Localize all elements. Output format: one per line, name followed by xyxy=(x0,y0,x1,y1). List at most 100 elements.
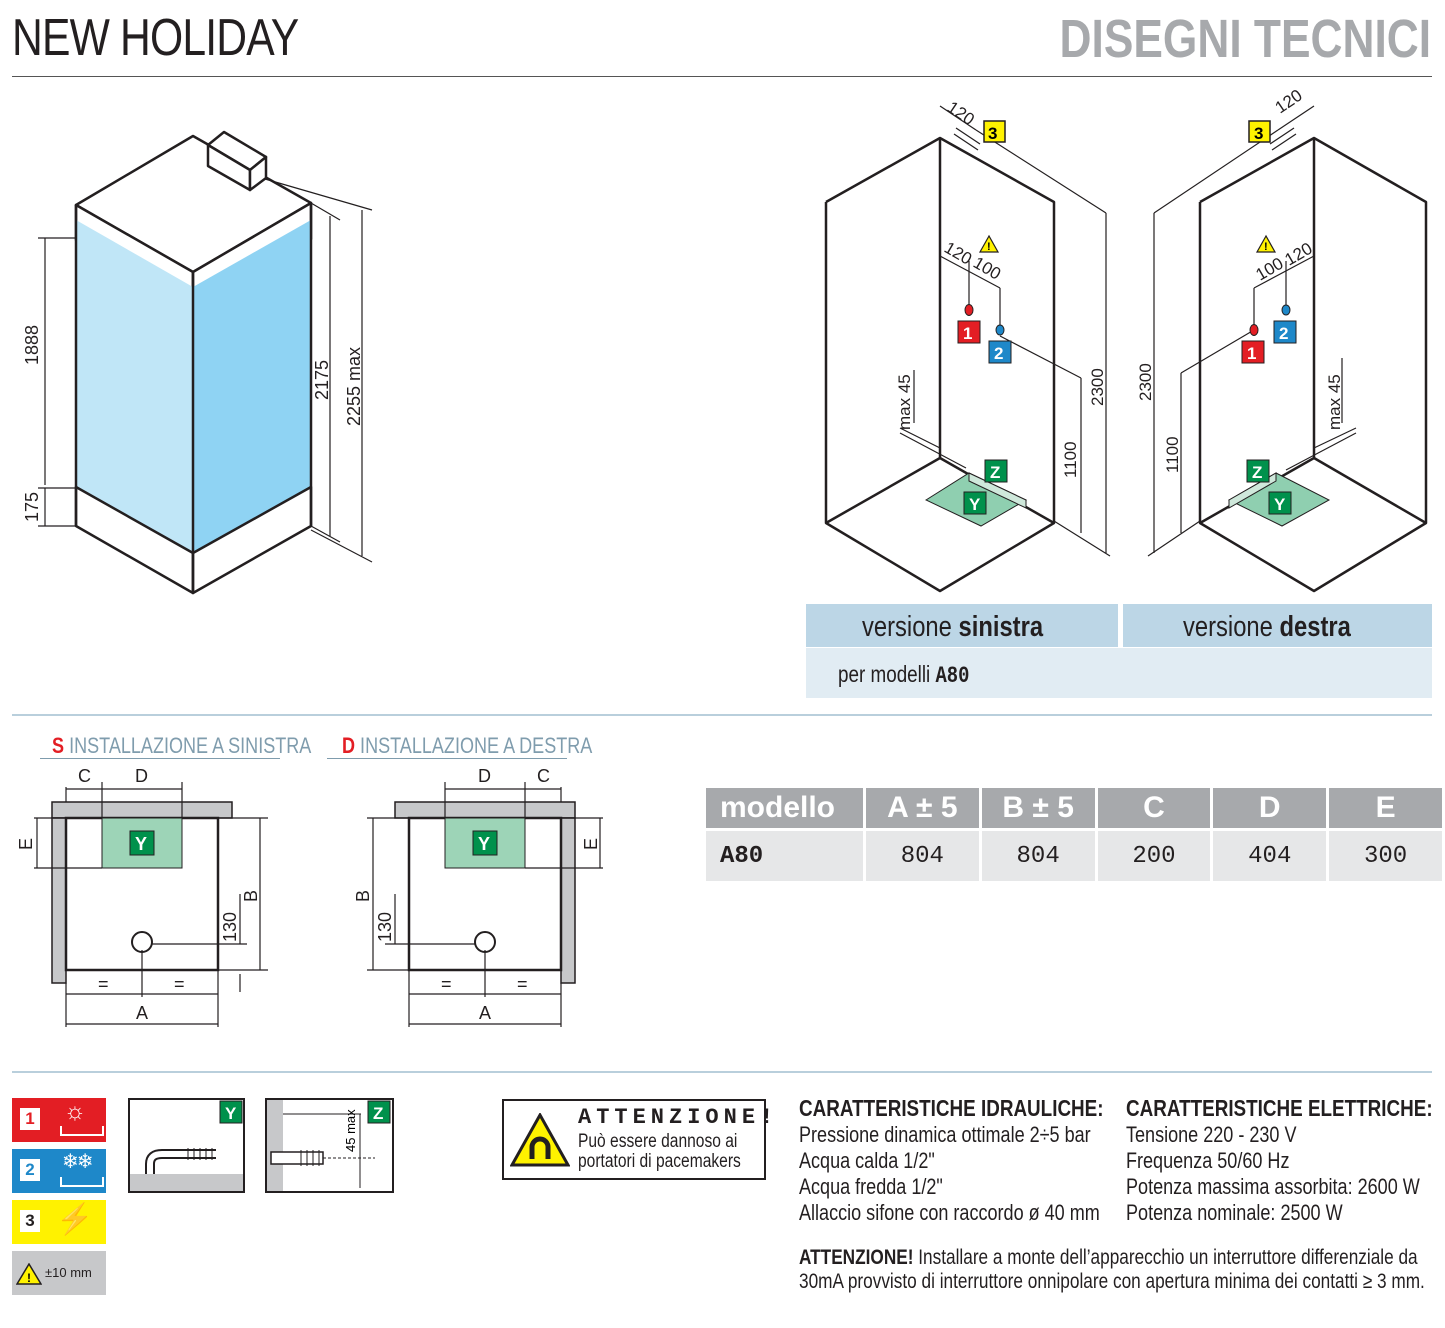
legend-electric: 3 ⚡ xyxy=(12,1200,106,1244)
dim-max45: max 45 xyxy=(895,374,914,430)
sun-icon: ☼ xyxy=(64,1098,86,1125)
dim-120-inlet-right: 120 xyxy=(1282,239,1316,270)
col-c: C xyxy=(1097,788,1211,828)
install-left-dim-b: B xyxy=(241,890,261,902)
cell-a: 804 xyxy=(865,831,979,881)
version-left-band xyxy=(806,604,1118,647)
install-right-underline xyxy=(327,758,567,759)
hydraulic-line: Acqua fredda 1/2" xyxy=(799,1174,943,1199)
dim-120-top-right: 120 xyxy=(1272,88,1306,117)
col-a: A ± 5 xyxy=(865,788,979,828)
page-title: NEW HOLIDAY xyxy=(12,9,299,67)
electrical-specs: CARATTERISTICHE ELETTRICHE: Tensione 220… xyxy=(1126,1095,1433,1226)
water-tank-icon xyxy=(60,1126,104,1136)
warning-title: ATTENZIONE! xyxy=(578,1105,779,1130)
install-left-dim-130: 130 xyxy=(220,912,240,942)
dim-100-inlet: 100 xyxy=(970,253,1004,284)
install-left-dim-a: A xyxy=(136,1003,148,1023)
marker-3: 3 xyxy=(988,124,997,143)
col-d: D xyxy=(1213,788,1327,828)
cell-b: 804 xyxy=(981,831,1095,881)
col-b: B ± 5 xyxy=(981,788,1095,828)
legend-2-number: 2 xyxy=(20,1159,40,1181)
dim-120-inlet: 120 xyxy=(941,238,975,269)
table-row: A80 804 804 200 404 300 xyxy=(706,831,1442,881)
cell-e: 300 xyxy=(1329,831,1442,881)
install-left-drawing: Y C D E B 130 = = A xyxy=(16,766,268,1027)
detail-z-marker: Z xyxy=(373,1104,383,1123)
legend-tolerance: ! ±10 mm xyxy=(12,1251,106,1295)
hydraulic-title: CARATTERISTICHE IDRAULICHE: xyxy=(799,1095,1104,1121)
water-tank-icon-cold xyxy=(60,1177,104,1187)
plan-view-right: 120 100 120 max 45 1100 2300 3 ! 2 1 Z Y xyxy=(1136,88,1428,593)
marker-z: Z xyxy=(990,463,1000,482)
detail-z-inlet: Z 45 max xyxy=(265,1098,394,1193)
install-right-dim-b: B xyxy=(355,890,373,902)
marker-2: 2 xyxy=(994,344,1003,363)
marker-y-right: Y xyxy=(1274,495,1286,514)
dim-2300: 2300 xyxy=(1088,368,1107,406)
hydraulic-line: Allaccio sifone con raccordo ø 40 mm xyxy=(799,1200,1100,1225)
marker-2-right: 2 xyxy=(1279,324,1288,343)
col-modello: modello xyxy=(706,788,863,828)
marker-z-right: Z xyxy=(1252,463,1262,482)
models-band xyxy=(806,648,1432,698)
plan-view-left: 120 120 100 max 45 1100 2300 3 ! 1 2 Z Y xyxy=(824,98,1111,593)
install-left-y-marker: Y xyxy=(135,834,147,854)
legend-3-number: 3 xyxy=(20,1210,40,1232)
install-left-underline xyxy=(40,758,280,759)
cell-d: 404 xyxy=(1213,831,1327,881)
legend-1-number: 1 xyxy=(20,1108,40,1130)
warning-line-2: portatori di pacemakers xyxy=(578,1151,741,1172)
hydraulic-line: Acqua calda 1/2" xyxy=(799,1148,935,1173)
version-right-label: versione destra xyxy=(1183,611,1351,643)
dim-120-top: 120 xyxy=(944,98,978,130)
install-right-dim-d: D xyxy=(478,766,491,786)
install-right-heading: D INSTALLAZIONE A DESTRA xyxy=(342,733,593,758)
front-view-drawing: 1888 175 2175 2255 max xyxy=(22,130,373,595)
detail-y-marker: Y xyxy=(225,1104,237,1123)
plug-lightning-icon: ⚡ xyxy=(56,1203,94,1236)
install-right-dim-a: A xyxy=(479,1003,491,1023)
electrical-line: Potenza nominale: 2500 W xyxy=(1126,1200,1343,1225)
section-title: DISEGNI TECNICI xyxy=(1059,9,1431,69)
warning-triangle-icon: ! xyxy=(16,1263,42,1285)
electrical-line: Tensione 220 - 230 V xyxy=(1126,1122,1297,1147)
bottom-divider xyxy=(12,1071,1432,1073)
dimensions-table: modello A ± 5 B ± 5 C D E A80 804 804 20… xyxy=(703,785,1445,884)
install-left-dim-e: E xyxy=(16,838,36,850)
install-right-drawing: Y D C E B 130 = = A xyxy=(355,766,603,1027)
warning-line-1: Può essere dannoso ai xyxy=(578,1131,738,1152)
dim-max45-right: max 45 xyxy=(1325,374,1344,430)
section-divider xyxy=(12,714,1432,716)
svg-text:!: ! xyxy=(27,1271,31,1285)
install-right-dim-e: E xyxy=(581,838,601,850)
install-left-heading: S INSTALLAZIONE A SINISTRA xyxy=(52,733,312,758)
pacemaker-warning: ATTENZIONE! Può essere dannoso ai portat… xyxy=(502,1099,773,1180)
cell-model: A80 xyxy=(706,831,863,881)
install-left-eq-1: = xyxy=(98,974,109,994)
electrical-line: Potenza massima assorbita: 2600 W xyxy=(1126,1174,1420,1199)
table-header-row: modello A ± 5 B ± 5 C D E xyxy=(706,788,1442,828)
col-e: E xyxy=(1329,788,1442,828)
svg-text:!: ! xyxy=(987,241,991,253)
svg-text:!: ! xyxy=(1264,241,1268,253)
dim-height-2175: 2175 xyxy=(312,360,332,400)
magnet-warning-icon xyxy=(510,1113,570,1167)
version-right-band xyxy=(1123,604,1432,647)
legend-cold-water: 2 ❄❄ xyxy=(12,1149,106,1193)
marker-3-right: 3 xyxy=(1254,124,1263,143)
detail-y-drain: Y xyxy=(128,1098,245,1193)
marker-1: 1 xyxy=(963,324,972,343)
install-right-eq-2: = xyxy=(517,974,528,994)
legend-hot-water: 1 ☼ xyxy=(12,1098,106,1142)
dim-2300-right: 2300 xyxy=(1136,363,1155,401)
models-label: per modelli A80 xyxy=(838,661,970,689)
install-right-dim-130: 130 xyxy=(375,912,395,942)
install-right-y-marker: Y xyxy=(478,834,490,854)
install-left-dim-d: D xyxy=(135,766,148,786)
marker-1-right: 1 xyxy=(1247,344,1256,363)
dim-1100: 1100 xyxy=(1061,441,1080,478)
installation-note: ATTENZIONE! Installare a monte dell’appa… xyxy=(799,1246,1425,1293)
install-right-eq-1: = xyxy=(441,974,452,994)
